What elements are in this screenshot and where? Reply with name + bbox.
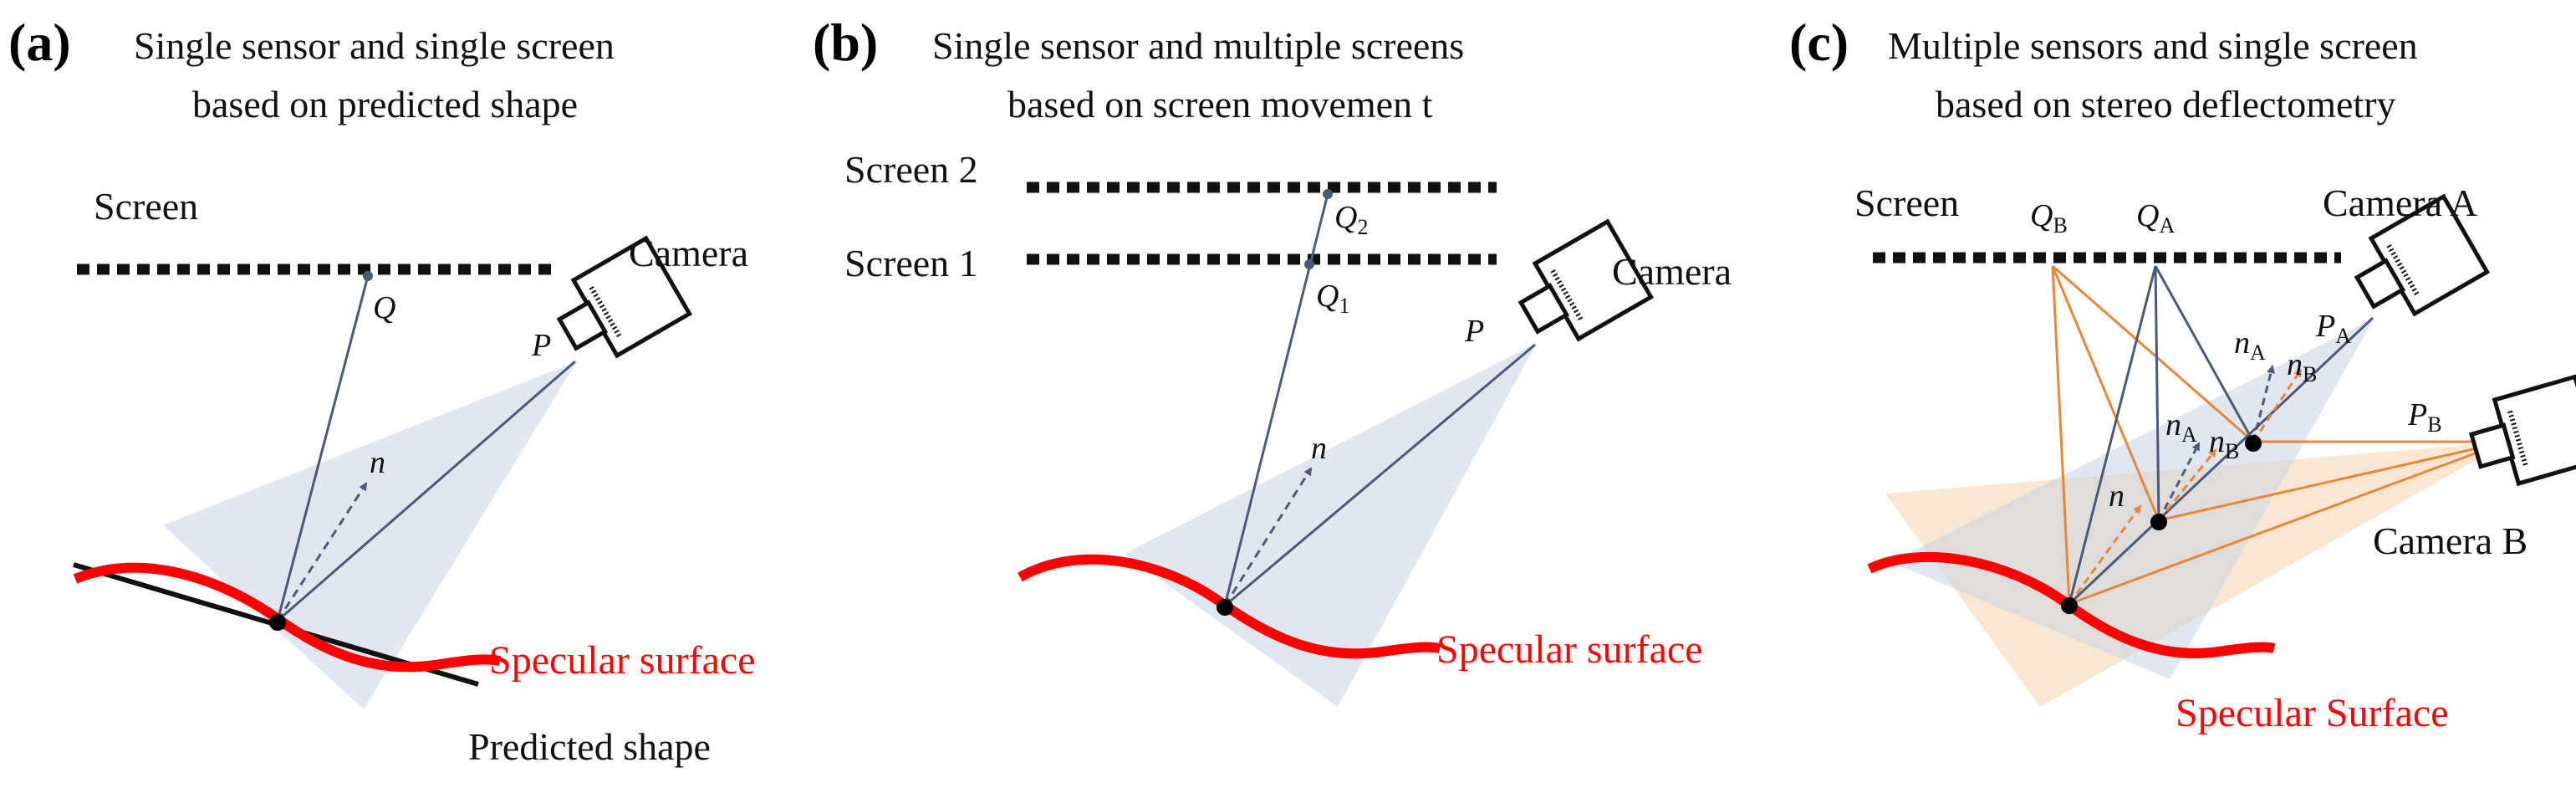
panel-c-camera-a-label: Camera A [2323,182,2477,224]
panel-b-ray-to-camera [1224,343,1536,607]
panel-c-normal-na-top: nA [2234,325,2266,365]
panel-a-point-q: Q [373,290,395,325]
panel-c-view-cone-a [1891,318,2375,679]
panel-b-title-line2: based on screen movemen t [1007,83,1433,125]
panel-a-surface-point [269,614,286,631]
panel-a-ray-to-screen [276,275,370,622]
panel-c-normal-nb-top: nB [2287,347,2317,386]
panel-c-letter: (c) [1789,13,1849,72]
panel-a-normal-n: n [370,445,385,480]
panel-c-point-qa: QA [2136,198,2175,238]
panel-c-normal-b-mid [2157,448,2217,521]
panel-b: (b) Single sensor and multiple screens b… [813,13,1732,707]
panel-a-point-p: P [531,328,551,363]
panel-c-point-qb: QB [2030,198,2068,238]
panel-b-title-line1: Single sensor and multiple screens [932,24,1464,67]
panel-b-screen1-point [1304,259,1314,269]
panel-c-camera-b [2468,374,2576,487]
panel-c: (c) Multiple sensors and single screen b… [1789,13,2576,735]
panel-b-screen2-point [1323,189,1333,199]
panel-c-normal-na-mid: nA [2165,407,2197,447]
panel-c-normal-n-bottom: n [2109,478,2125,514]
panel-b-letter: (b) [813,13,878,72]
panel-b-view-cone [1125,343,1537,707]
panel-c-rays-camera-a [2068,265,2375,606]
panel-b-point-q1: Q1 [1316,279,1349,318]
panel-b-camera-label: Camera [1612,250,1732,293]
panel-b-specular-surface [1018,554,1441,659]
panel-a: (a) Single sensor and single screen base… [8,13,756,768]
panel-c-surface-point-3 [2245,435,2262,452]
panel-c-specular-surface [1867,551,2276,658]
panel-c-normal-a-mid [2157,442,2201,521]
panel-a-screen-label: Screen [94,185,198,228]
panel-b-surface-point [1217,599,1233,616]
panel-c-point-pb: PB [2407,397,2442,437]
panel-a-title-line1: Single sensor and single screen [134,24,615,67]
panel-b-point-q2: Q2 [1334,200,1368,239]
panel-a-letter: (a) [8,13,71,72]
panel-c-surface-label: Specular Surface [2176,691,2449,735]
panel-c-camera-a [2354,193,2491,317]
panel-b-normal-arrow [1223,467,1313,606]
panel-c-surface-point-2 [2150,514,2167,530]
panel-a-camera-label: Camera [629,232,748,274]
panel-b-camera [1518,218,1655,342]
panel-c-point-pa: PA [2315,309,2351,348]
panel-c-rays-camera-b [2051,264,2507,606]
panel-c-normal-a-top [2252,365,2275,443]
panel-b-surface-label: Specular surface [1436,627,1703,672]
panel-a-surface-label: Specular surface [489,638,756,683]
panel-a-specular-surface [73,562,502,673]
panel-a-view-cone [163,361,577,709]
panel-a-ray-to-camera [277,360,576,622]
panel-a-screen-point [363,271,373,281]
panel-c-camera-b-label: Camera B [2373,519,2528,562]
panel-a-title-line2: based on predicted shape [192,83,578,125]
panel-a-predicted-label: Predicted shape [468,725,711,768]
panel-b-normal-n: n [1311,431,1327,466]
panel-c-title-line1: Multiple sensors and single screen [1888,24,2418,67]
panel-c-normal-b-top [2252,368,2303,443]
panel-c-normal-bottom [2068,504,2142,605]
panel-b-point-p: P [1464,314,1484,349]
panel-c-surface-point-1 [2061,597,2078,614]
panel-c-normal-nb-mid: nB [2209,424,2239,463]
panel-b-screen1-label: Screen 1 [844,242,978,284]
panel-c-title-line2: based on stereo deflectometry [1936,83,2396,125]
panel-a-normal-arrow [276,482,368,622]
panel-a-camera [556,235,693,359]
panel-c-screen-label: Screen [1854,182,1959,224]
panel-b-screen2-label: Screen 2 [844,148,978,191]
